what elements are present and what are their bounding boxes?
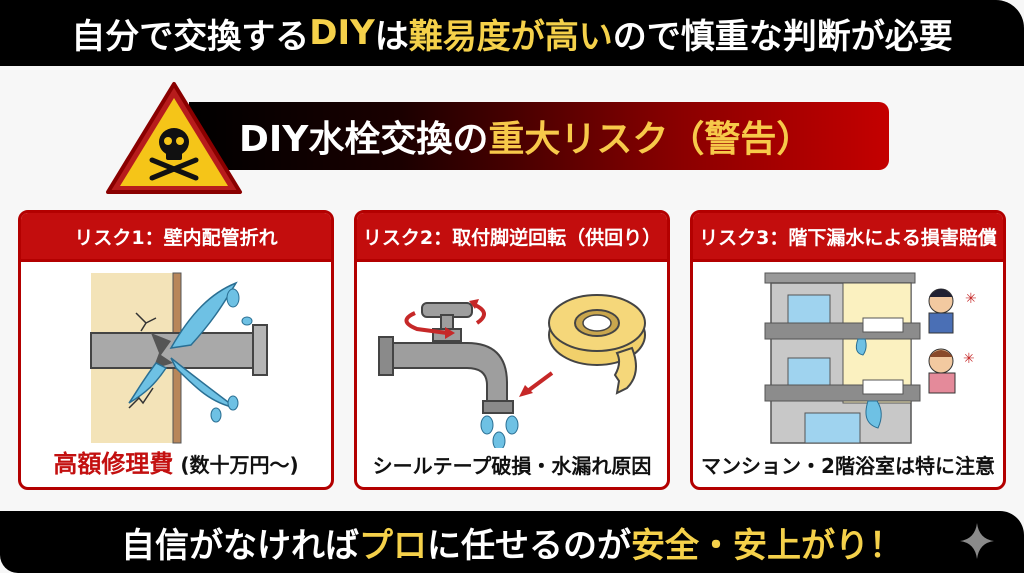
- risk-card-1-footer: 高額修理費 (数十万円〜): [21, 444, 331, 479]
- footer-highlight-safe: 安全・安上がり！: [631, 525, 903, 566]
- svg-text:✳: ✳: [963, 351, 975, 367]
- broken-pipe-icon: [90, 272, 268, 444]
- footer-text-2: に任せるのが: [427, 525, 631, 566]
- faucet-seal-tape-icon: [378, 294, 646, 448]
- svg-text:✳: ✳: [965, 291, 977, 307]
- header-bar: 自分で交換する DIY は 難易度が高い ので慎重な判断が必要: [0, 0, 1024, 66]
- warning-banner: DIY水栓交換の 重大リスク（警告）: [189, 102, 889, 170]
- header-highlight-diy: DIY: [309, 13, 375, 53]
- footer-highlight-pro: プロ: [359, 525, 427, 566]
- apartment-leak-icon: ✳ ✳: [764, 272, 977, 444]
- risk-cards: リスク1：壁内配管折れ 高額修理費 (数十万円〜) リスク2：取付脚逆回転（供回…: [18, 210, 1008, 490]
- risk-card-3: リスク3：階下漏水による損害賠償 ✳ ✳ マンション・2階浴室は特に注意: [690, 210, 1006, 490]
- risk-card-2-footer: シールテープ破損・水漏れ原因: [372, 454, 652, 478]
- header-text-1: 自分で交換する: [71, 16, 310, 57]
- sparkle-icon: [960, 523, 994, 559]
- risk-card-2-title: リスク2：取付脚逆回転（供回り）: [357, 213, 667, 262]
- warning-section: DIY水栓交換の 重大リスク（警告）: [104, 80, 924, 195]
- risk-card-1-amount: (数十万円〜): [173, 453, 299, 477]
- warning-title: DIY水栓交換の: [239, 119, 489, 160]
- header-text-3: ので慎重な判断が必要: [612, 16, 953, 57]
- warning-title-highlight: 重大リスク（警告）: [488, 119, 813, 160]
- header-highlight-difficulty: 難易度が高い: [408, 16, 613, 57]
- skull-warning-icon: [106, 82, 242, 194]
- risk-card-3-title: リスク3：階下漏水による損害賠償: [693, 213, 1003, 262]
- risk-card-2: リスク2：取付脚逆回転（供回り） シールテープ破損・水漏れ原因: [354, 210, 670, 490]
- risk-card-1: リスク1：壁内配管折れ 高額修理費 (数十万円〜): [18, 210, 334, 490]
- header-text-2: は: [374, 16, 409, 57]
- risk-card-3-footer: マンション・2階浴室は特に注意: [701, 454, 995, 478]
- risk-card-1-title: リスク1：壁内配管折れ: [21, 213, 331, 262]
- footer-text-1: 自信がなければ: [121, 525, 359, 566]
- footer-bar: 自信がなければ プロ に任せるのが 安全・安上がり！: [0, 511, 1024, 573]
- risk-card-1-cost: 高額修理費: [53, 450, 174, 478]
